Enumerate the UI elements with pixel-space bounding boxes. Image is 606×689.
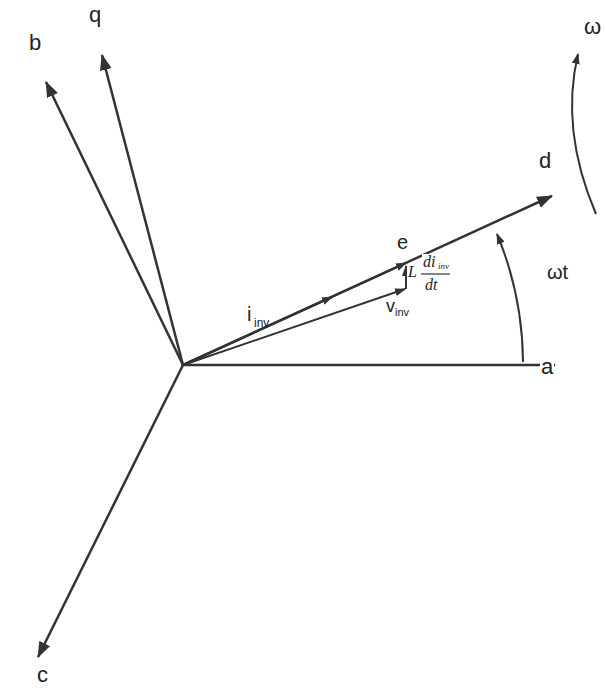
b-axis [46, 82, 183, 365]
angle-label: ωt [546, 262, 569, 282]
speed-label: ω [583, 16, 602, 38]
fraction-denominator: dt [424, 277, 438, 293]
c-axis [38, 365, 183, 657]
subscript: inv [253, 317, 270, 329]
angle-arc [497, 234, 523, 362]
q-axis [102, 55, 183, 365]
axis-label: a [540, 356, 554, 378]
fraction-numerator: di [422, 254, 436, 270]
vector-label: v [385, 297, 396, 315]
vector-label: i [246, 304, 252, 324]
axis-label: d [538, 150, 552, 172]
rotation-arrow [572, 54, 596, 214]
d-axis [183, 196, 552, 365]
e-vector [183, 263, 406, 365]
a-axis [183, 364, 555, 367]
axis-label: b [28, 32, 42, 54]
current-vector [183, 297, 332, 365]
fraction-bar [421, 273, 450, 274]
axis-label: c [36, 664, 49, 686]
subscript: inv [437, 262, 450, 271]
subscript: inv [394, 307, 410, 318]
inverter-voltage-vector [183, 289, 405, 365]
vector-label: e [396, 232, 409, 252]
axis-label: q [88, 4, 102, 26]
vector-label: L [407, 264, 418, 280]
